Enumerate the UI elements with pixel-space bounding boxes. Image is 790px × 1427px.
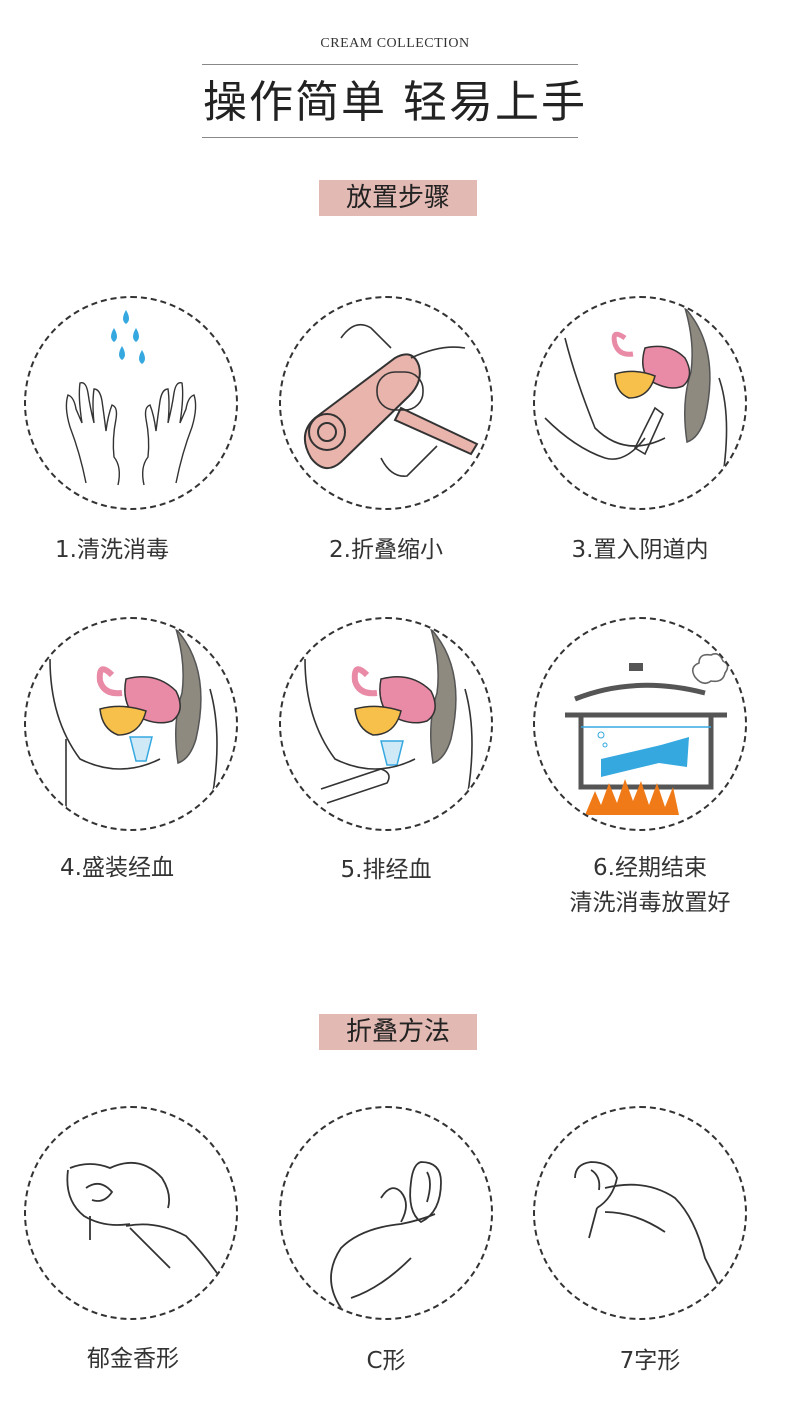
- folded-cup-icon: [304, 323, 479, 477]
- section-title-folding: 折叠方法: [319, 1014, 477, 1050]
- water-drops-icon: [111, 310, 145, 364]
- fold-tulip-caption: 郁金香形: [87, 1346, 179, 1372]
- fold-7-illustration: [533, 1106, 747, 1320]
- brand-name: CREAM COLLECTION: [320, 36, 470, 51]
- hand-fold-icon: [330, 1161, 442, 1309]
- step-5-illustration: [279, 617, 493, 831]
- hand-fold-icon: [574, 1161, 726, 1299]
- anatomy-icon: [304, 628, 473, 810]
- bottom-rule: [202, 137, 578, 138]
- pot-icon: [565, 653, 729, 815]
- anatomy-icon: [544, 307, 728, 489]
- step-6-illustration: [533, 617, 747, 831]
- step-5-caption: 5.排经血: [340, 857, 432, 883]
- top-rule: [202, 64, 578, 65]
- step-3-caption: 3.置入阴道内: [571, 537, 709, 563]
- steam-icon: [691, 653, 729, 685]
- step-4-illustration: [24, 617, 238, 831]
- step-2-caption: 2.折叠缩小: [329, 537, 443, 563]
- anatomy-icon: [49, 628, 218, 829]
- step-4-caption: 4.盛装经血: [60, 855, 174, 881]
- step-2-illustration: [279, 296, 493, 510]
- section-title-placement: 放置步骤: [319, 180, 477, 216]
- hands-icon: [65, 310, 197, 486]
- step-1-illustration: [24, 296, 238, 510]
- fold-c-caption: C形: [366, 1348, 406, 1374]
- fold-7-caption: 7字形: [619, 1348, 681, 1374]
- fold-tulip-illustration: [24, 1106, 238, 1320]
- step-1-caption: 1.清洗消毒: [55, 537, 169, 563]
- hand-fold-icon: [66, 1161, 227, 1287]
- step-6-caption-line2: 清洗消毒放置好: [569, 890, 731, 916]
- step-3-illustration: [533, 296, 747, 510]
- fold-c-illustration: [279, 1106, 493, 1320]
- page-title: 操作简单 轻易上手: [203, 77, 587, 128]
- step-6-caption: 6.经期结束: [593, 855, 707, 881]
- flame-icon: [585, 779, 679, 815]
